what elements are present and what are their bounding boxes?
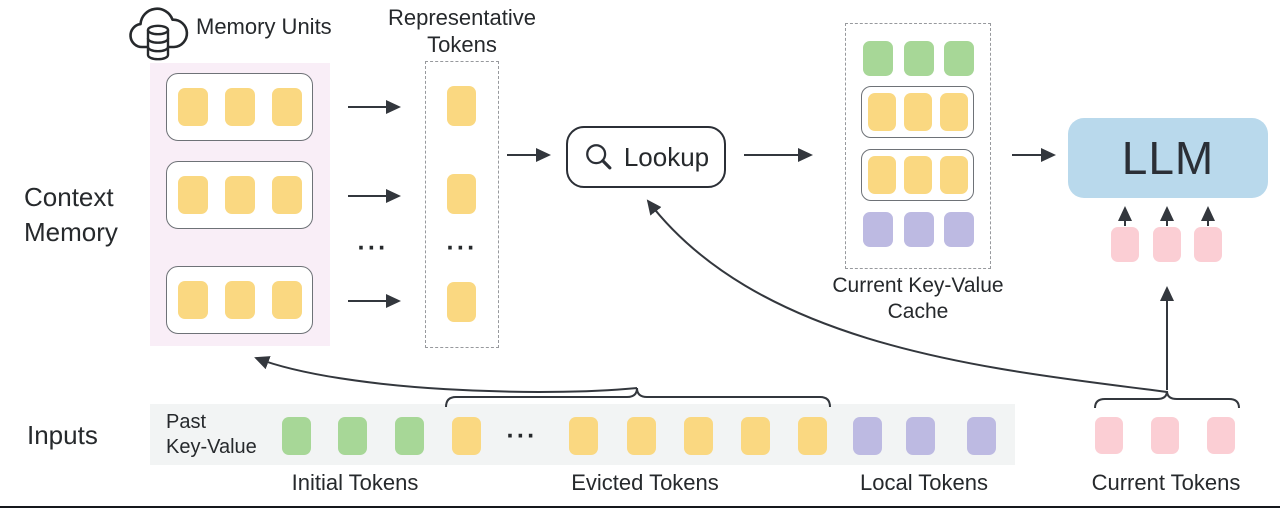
llm-label: LLM [1121,132,1215,184]
token [569,417,598,455]
memory-cloud-icon [129,7,189,61]
representative-tokens-box: ··· [425,61,499,348]
current-kv-cache-box [845,23,991,269]
cache-memory-unit [861,86,974,138]
token [939,156,968,194]
token [447,282,476,322]
token [944,41,974,76]
memory-units-label: Memory Units [196,14,332,39]
token [1207,417,1235,454]
ellipsis: ··· [357,234,389,262]
token [798,417,827,455]
token [906,417,935,455]
token [271,88,302,126]
token [903,41,934,76]
token [863,212,893,247]
token [967,417,996,455]
token [903,93,932,131]
figure-bottom-rule [0,506,1280,509]
cache-green-row [863,41,974,76]
token [282,417,311,455]
evicted-tokens-label: Evicted Tokens [571,470,719,495]
curve-evicted-to-memory [254,356,638,393]
cache-purple-row [863,212,974,247]
lookup-button: Lookup [566,126,726,188]
context-memory-label: Context Memory [24,182,118,247]
token [863,41,893,76]
token [853,417,882,455]
token [944,212,974,247]
memory-unit-row [166,161,313,229]
past-kv-band: Past Key-Value ··· [150,404,1015,465]
brace-current-tokens [1094,390,1240,409]
cache-memory-unit [861,149,974,201]
token [447,86,476,126]
memory-unit-row [166,266,313,334]
initial-tokens-label: Initial Tokens [291,470,419,495]
token [177,88,208,126]
token [338,417,367,455]
token [1194,227,1222,262]
token [224,88,255,126]
token [867,93,896,131]
search-icon [585,144,612,170]
ellipsis: ··· [506,422,538,450]
token [903,156,932,194]
representative-tokens-label: Representative Tokens [388,5,536,57]
token [447,174,476,214]
token [177,176,208,214]
context-memory-box: ··· [150,63,330,346]
token [684,417,713,455]
token [741,417,770,455]
inputs-label: Inputs [27,420,98,450]
token [177,281,208,319]
token [224,176,255,214]
token [627,417,656,455]
token [1153,227,1181,262]
token [1095,417,1123,454]
llm-box: LLM [1068,118,1268,198]
past-kv-label: Past Key-Value [166,411,257,458]
token [903,212,934,247]
token [271,281,302,319]
token [1111,227,1139,262]
token [395,417,424,455]
token [271,176,302,214]
lookup-label: Lookup [623,141,710,172]
token [867,156,896,194]
token [224,281,255,319]
memory-unit-row [166,73,313,141]
token [452,417,481,455]
current-kv-cache-label: Current Key-Value Cache [832,274,1004,323]
token [939,93,968,131]
token [1151,417,1179,454]
local-tokens-label: Local Tokens [859,470,989,495]
ellipsis: ··· [446,234,478,262]
current-tokens-label: Current Tokens [1091,470,1241,495]
